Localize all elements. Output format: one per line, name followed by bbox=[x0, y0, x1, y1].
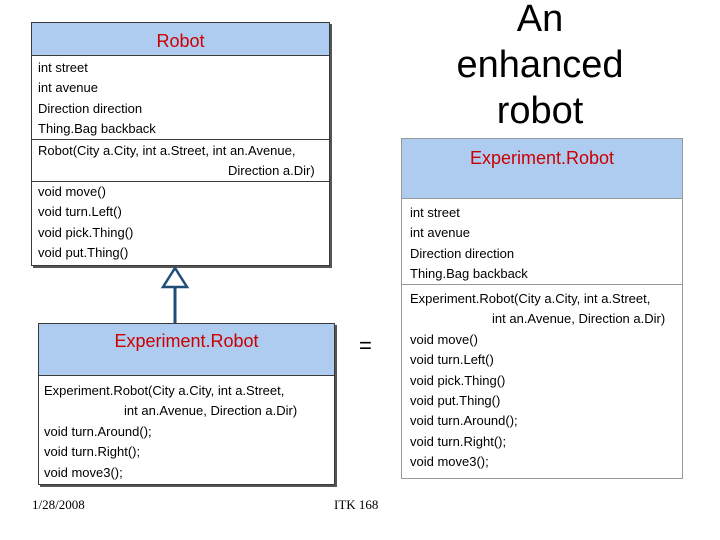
experiment-method: void turn.Around(); bbox=[44, 423, 152, 439]
combined-attribute: int avenue bbox=[410, 225, 470, 241]
experiment-method: void turn.Right(); bbox=[44, 444, 141, 460]
experiment-robot-class-box: Experiment.Robot Experiment.Robot(City a… bbox=[38, 323, 335, 485]
equals-sign: = bbox=[359, 333, 372, 358]
slide-title-text: An enhanced robot bbox=[456, 0, 624, 132]
combined-method: void move3(); bbox=[410, 454, 489, 470]
combined-method: void turn.Left() bbox=[410, 352, 494, 368]
robot-constructor: Robot(City a.City, int a.Street, int an.… bbox=[32, 140, 329, 182]
inheritance-arrow-head bbox=[160, 265, 190, 289]
robot-attribute: int street bbox=[38, 60, 88, 75]
robot-class-box: Robot int street int avenue Direction di… bbox=[31, 22, 330, 266]
robot-methods: void move() void turn.Left() void pick.T… bbox=[32, 182, 329, 264]
footer-date: 1/28/2008 bbox=[32, 497, 85, 512]
experiment-members: Experiment.Robot(City a.City, int a.Stre… bbox=[39, 376, 334, 483]
robot-attribute: int avenue bbox=[38, 80, 98, 96]
experiment-class-name: Experiment.Robot bbox=[39, 324, 334, 376]
robot-method: void put.Thing() bbox=[38, 245, 129, 261]
experiment-method: void move3(); bbox=[44, 464, 123, 480]
robot-attribute: Direction direction bbox=[38, 100, 143, 116]
combined-members: Experiment.Robot(City a.City, int a.Stre… bbox=[402, 285, 682, 473]
experiment-constructor-line: Experiment.Robot(City a.City, int a.Stre… bbox=[44, 383, 285, 398]
combined-attributes: int street int avenue Direction directio… bbox=[402, 199, 682, 285]
robot-method: void pick.Thing() bbox=[38, 224, 134, 240]
robot-attribute: Thing.Bag backback bbox=[38, 121, 156, 137]
footer-course: ITK 168 bbox=[334, 497, 379, 512]
combined-attribute: int street bbox=[410, 205, 460, 220]
combined-method: void turn.Right(); bbox=[410, 433, 507, 449]
combined-method: void move() bbox=[410, 331, 478, 347]
robot-method: void turn.Left() bbox=[38, 204, 122, 220]
inheritance-arrow bbox=[160, 265, 190, 325]
robot-attributes: int street int avenue Direction directio… bbox=[32, 56, 329, 140]
robot-class-name: Robot bbox=[32, 23, 329, 56]
combined-constructor-line: int an.Avenue, Direction a.Dir) bbox=[492, 311, 666, 327]
experiment-constructor-line: int an.Avenue, Direction a.Dir) bbox=[124, 403, 298, 419]
combined-method: void pick.Thing() bbox=[410, 372, 506, 388]
combined-constructor-line: Experiment.Robot(City a.City, int a.Stre… bbox=[410, 291, 651, 306]
robot-method: void move() bbox=[38, 184, 106, 199]
robot-constructor-line: Direction a.Dir) bbox=[228, 163, 315, 179]
slide-title: An enhanced robot bbox=[440, 0, 640, 134]
combined-attribute: Thing.Bag backback bbox=[410, 266, 528, 282]
combined-class-name: Experiment.Robot bbox=[402, 139, 682, 199]
combined-attribute: Direction direction bbox=[410, 245, 515, 261]
combined-method: void put.Thing() bbox=[410, 393, 501, 409]
combined-method: void turn.Around(); bbox=[410, 413, 518, 429]
combined-class-box: Experiment.Robot int street int avenue D… bbox=[401, 138, 683, 479]
robot-constructor-line: Robot(City a.City, int a.Street, int an.… bbox=[38, 143, 296, 158]
